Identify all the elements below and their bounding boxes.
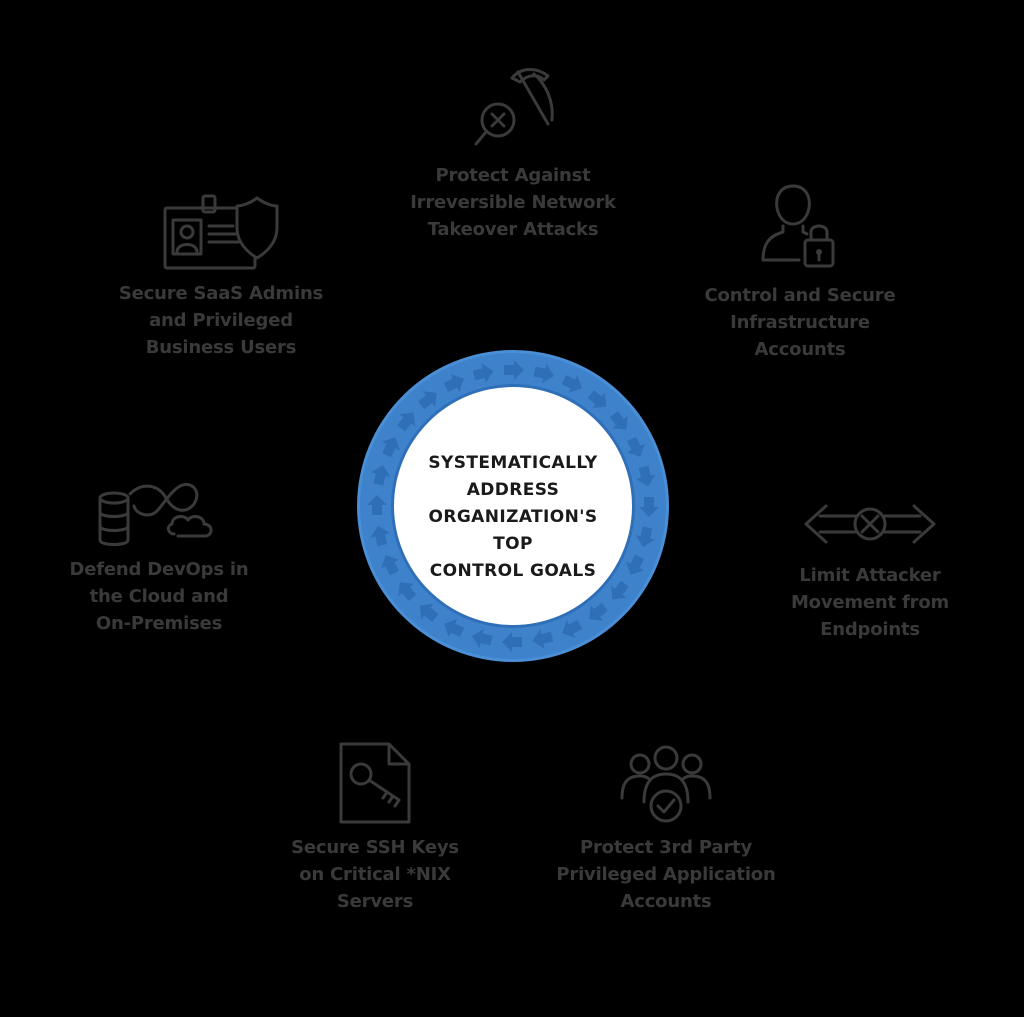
ring-arrow (610, 580, 629, 600)
goal-label-line: Secure SSH Keys (291, 837, 459, 858)
goal-devops-cloud: Defend DevOps in the Cloud and On-Premis… (39, 478, 279, 637)
goal-label: Defend DevOps in the Cloud and On-Premis… (39, 556, 279, 637)
goal-label-line: Accounts (754, 339, 846, 360)
goal-label-line: Endpoints (820, 619, 920, 640)
goal-label-line: Limit Attacker (799, 565, 941, 586)
goal-label-line: On-Premises (95, 613, 223, 634)
center-title: SYSTEMATICALLY ADDRESS ORGANIZATION'S TO… (413, 450, 613, 585)
goal-label-line: Movement from (790, 592, 950, 613)
ring-arrow (418, 391, 437, 410)
ring-arrow (635, 526, 656, 548)
goal-label-line: Takeover Attacks (427, 219, 599, 240)
ring-arrow (609, 411, 628, 430)
ring-arrow (370, 525, 390, 547)
center-title-line: ORGANIZATION'S TOP (428, 507, 598, 554)
goal-label-line: Accounts (620, 891, 712, 912)
ring-arrow (370, 464, 391, 486)
ring-arrow (381, 437, 400, 458)
goal-label-line: and Privileged (149, 310, 293, 331)
ring-arrow (471, 628, 493, 649)
goal-infrastructure-accounts: Control and Secure Infrastructure Accoun… (680, 182, 920, 363)
ring-arrow (533, 363, 555, 384)
goal-label: Control and Secure Infrastructure Accoun… (680, 282, 920, 363)
ring-arrow (472, 363, 494, 383)
center-title-line: SYSTEMATICALLY (428, 453, 598, 473)
goal-label: Limit Attacker Movement from Endpoints (750, 562, 990, 643)
goal-label-line: Business Users (145, 337, 297, 358)
ring-arrow (367, 495, 387, 515)
goal-label-line: Irreversible Network (410, 192, 616, 213)
ring-arrow (397, 412, 416, 432)
user-lock-icon (761, 184, 835, 268)
goal-label-line: Servers (336, 891, 414, 912)
id-badge-shield-icon (163, 194, 279, 270)
ring-arrow (561, 374, 582, 393)
goal-label-line: Privileged Application (556, 864, 776, 885)
goal-label-line: Defend DevOps in (69, 559, 249, 580)
ring-arrow (639, 497, 659, 517)
goal-label-line: Protect 3rd Party (579, 837, 752, 858)
goal-label-line: Infrastructure (730, 312, 870, 333)
pickaxe-icon (474, 68, 554, 146)
ring-arrow (398, 582, 417, 601)
ring-arrow (502, 632, 522, 652)
goal-label-line: Protect Against (435, 165, 591, 186)
ring-arrow (443, 374, 464, 393)
goal-ssh-keys: Secure SSH Keys on Critical *NIX Servers (255, 740, 495, 915)
devops-cloud-icon (98, 483, 213, 546)
ring-arrow (444, 619, 465, 638)
goal-network-takeover: Protect Against Irreversible Network Tak… (393, 62, 633, 243)
goal-label: Protect 3rd Party Privileged Application… (546, 834, 786, 915)
goal-saas-admins: Secure SaaS Admins and Privileged Busine… (101, 194, 341, 361)
group-check-icon (620, 745, 712, 823)
goal-label: Secure SSH Keys on Critical *NIX Servers (255, 834, 495, 915)
goal-label-line: the Cloud and (89, 586, 229, 607)
goal-attacker-movement: Limit Attacker Movement from Endpoints (750, 494, 990, 643)
goal-label: Protect Against Irreversible Network Tak… (393, 162, 633, 243)
ring-arrow (532, 629, 554, 649)
goal-third-party-accounts: Protect 3rd Party Privileged Application… (546, 742, 786, 915)
ring-arrow (587, 390, 607, 409)
goal-label: Secure SaaS Admins and Privileged Busine… (101, 280, 341, 361)
center-title-line: CONTROL GOALS (429, 561, 597, 581)
ring-arrow (626, 436, 645, 457)
center-title-line: ADDRESS (466, 480, 560, 500)
ring-arrow (419, 603, 439, 622)
goal-label-line: on Critical *NIX (299, 864, 451, 885)
ring-arrow (504, 360, 524, 380)
blocked-arrows-icon (804, 504, 936, 544)
ring-arrow (381, 555, 400, 576)
goal-label-line: Secure SaaS Admins (118, 283, 324, 304)
ring-arrow (562, 619, 583, 638)
ring-arrow (589, 602, 608, 621)
ring-arrow (626, 554, 645, 575)
key-document-icon (339, 742, 411, 824)
ring-arrow (636, 465, 656, 487)
control-cycle-ring (357, 350, 669, 662)
goal-label-line: Control and Secure (704, 285, 896, 306)
